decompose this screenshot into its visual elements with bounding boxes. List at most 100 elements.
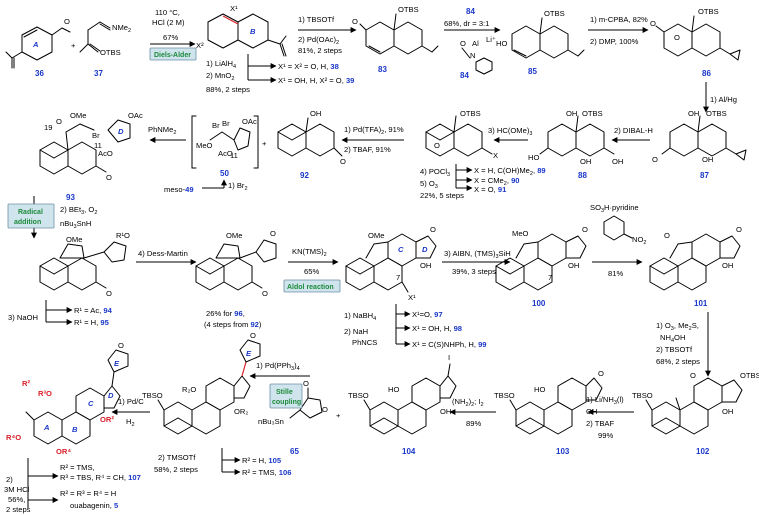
atom-o-89: O xyxy=(434,141,440,150)
atom-aco-93: AcO xyxy=(98,149,113,158)
compound-38-39-structure: X¹ X² B xyxy=(196,4,287,57)
atom-o-84: O xyxy=(460,39,466,48)
label-radical-1: Radical xyxy=(18,209,43,216)
cond-tbaf2-yield: 99% xyxy=(598,431,613,440)
cond-tbaf2: 2) TBAF xyxy=(586,419,614,428)
atom-oac-93: OAc xyxy=(128,111,143,120)
cond-so3: SO3H·pyridine xyxy=(590,203,639,214)
atom-oh-92: OH xyxy=(310,109,321,118)
compound-37-structure: NMe2 OTBS xyxy=(79,21,131,57)
atom-ho-104: HO xyxy=(388,385,399,394)
atom-ome-96: OMe xyxy=(226,231,242,240)
compound-label-93: 93 xyxy=(66,193,75,202)
atom-11-93: 11 xyxy=(94,141,102,150)
compound-86-structure: OTBS O O xyxy=(650,7,741,61)
atom-oh-101: OH xyxy=(722,261,733,270)
compound-100-structure: MeO O OH 7 xyxy=(495,225,588,291)
atom-otbs-85: OTBS xyxy=(544,9,565,18)
atom-x: X xyxy=(493,151,498,160)
cond-bu3snh: nBu3SnH xyxy=(60,219,91,230)
atom-br-50a: Br xyxy=(212,121,220,130)
compound-89-91-structure: OTBS X O xyxy=(425,109,498,160)
cond-tmsotf: 2) TMSOTf xyxy=(158,453,196,462)
label-diels-alder: Diels-Alder xyxy=(154,52,191,59)
cond-h2: H2 xyxy=(126,417,135,428)
cond-pdc: 1) Pd/C xyxy=(118,397,144,406)
atom-7-100: 7 xyxy=(548,273,552,282)
cond-da-yield: 67% xyxy=(163,33,178,42)
compound-92-structure: OH O xyxy=(277,109,346,166)
atom-ho-85: HO xyxy=(496,39,507,48)
cond-li: 1) Li/NH3(l) xyxy=(586,395,624,406)
cond-hcl-2: 3M HCl xyxy=(4,485,30,494)
cond-hcl-3: 56%, xyxy=(8,495,25,504)
atom-oh-97: OH xyxy=(420,261,431,270)
atom-o-102: O xyxy=(690,371,696,380)
compound-105-106-structure: TBSO R₂O OR₂ O E xyxy=(142,331,261,435)
atom-o-65b: O xyxy=(322,405,328,414)
atom-otbs-87: OTBS xyxy=(706,109,727,118)
atom-o-100: O xyxy=(582,225,588,234)
cond-tbaf-91: 2) TBAF, 91% xyxy=(344,145,391,154)
compound-label-50: 50 xyxy=(220,169,229,178)
r-91: X = O, 91 xyxy=(474,185,507,194)
cond-nah: 2) NaH xyxy=(344,327,368,336)
cond-pdph: 1) Pd(PPh3)4 xyxy=(256,361,300,372)
atom-meo-50: MeO xyxy=(196,141,213,150)
compound-label-103: 103 xyxy=(556,447,570,456)
cond-pocl3: 4) POCl3 xyxy=(420,167,450,178)
r-90: X = CMe2, 90 xyxy=(474,176,520,187)
compound-102-structure: OTBS TBSO O OH xyxy=(632,371,759,435)
atom-o-105: O xyxy=(250,331,256,340)
cond-no2: NO2 xyxy=(632,235,646,246)
atom-oh-87b: OH xyxy=(702,155,713,164)
r-5a: R² = R³ = R⁴ = H xyxy=(60,489,116,498)
r-107a: R² = TMS, xyxy=(60,463,95,472)
atom-tbso-102: TBSO xyxy=(632,391,653,400)
cond-kn: KN(TMS)2 xyxy=(292,247,327,258)
compound-103-structure: TBSO HO O OH xyxy=(494,369,604,435)
atom-o-93b: O xyxy=(106,173,112,182)
r-89: X = H, C(OH)Me2, 89 xyxy=(474,166,546,177)
compound-label-87: 87 xyxy=(700,171,709,180)
atom-o-92: O xyxy=(340,157,346,166)
atom-or2-105: OR₂ xyxy=(234,407,248,416)
atom-o: O xyxy=(64,17,70,26)
plus-sign-2: + xyxy=(262,139,267,148)
atom-7: 7 xyxy=(396,273,400,282)
ring-label-A: A xyxy=(32,40,38,49)
compound-label-100: 100 xyxy=(532,299,546,308)
r-38: X¹ = X² = O, H, 38 xyxy=(278,62,339,71)
compound-84-structure: O Al Li⁺ N xyxy=(460,35,496,75)
compound-94-95-structure: OMe R¹O O xyxy=(39,231,130,298)
compound-label-84-top: 84 xyxy=(466,7,475,16)
r-105: R² = H, 105 xyxy=(242,456,282,465)
compound-85-structure: OTBS HO xyxy=(496,9,585,59)
cond-orth: 3) HC(OMe)3 xyxy=(488,126,532,137)
cond-tbs-2: 2) Pd(OAc)2 xyxy=(298,35,339,46)
atom-r3o-107: R³O xyxy=(38,389,52,398)
cond-alhg: 1) Al/Hg xyxy=(710,95,737,104)
nitrobenzene-ring xyxy=(603,215,625,241)
atom-ho-103: HO xyxy=(534,385,545,394)
atom-o-86b: O xyxy=(674,33,680,42)
compound-65-structure: O O nBu₃Sn xyxy=(258,379,328,426)
label-stille-2: coupling xyxy=(272,399,301,406)
compound-label-83: 83 xyxy=(378,65,387,74)
cond-84-yield: 68%, dr = 3:1 xyxy=(444,19,489,28)
ring-label-E-105: E xyxy=(246,349,252,358)
compound-83-structure: OTBS O xyxy=(352,5,439,55)
atom-o-96b: O xyxy=(262,289,268,298)
compound-label-84: 84 xyxy=(460,71,469,80)
cond-o3-1: 1) O3, Me2S, xyxy=(656,321,699,332)
r-5b: ouabagenin, 5 xyxy=(70,501,119,510)
compound-97-99-structure: OMe O OH 7 X¹ C D xyxy=(345,225,437,302)
atom-oh-102: OH xyxy=(722,407,733,416)
atom-aco-50: AcO xyxy=(218,149,233,158)
atom-oh-100: OH xyxy=(568,261,579,270)
atom-otbs-89: OTBS xyxy=(460,109,481,118)
r-95: R¹ = H, 95 xyxy=(74,318,110,327)
cond-meso: meso-49 xyxy=(164,185,194,194)
atom-br-93: Br xyxy=(92,131,100,140)
yield-96: 26% for 96, xyxy=(206,309,245,318)
